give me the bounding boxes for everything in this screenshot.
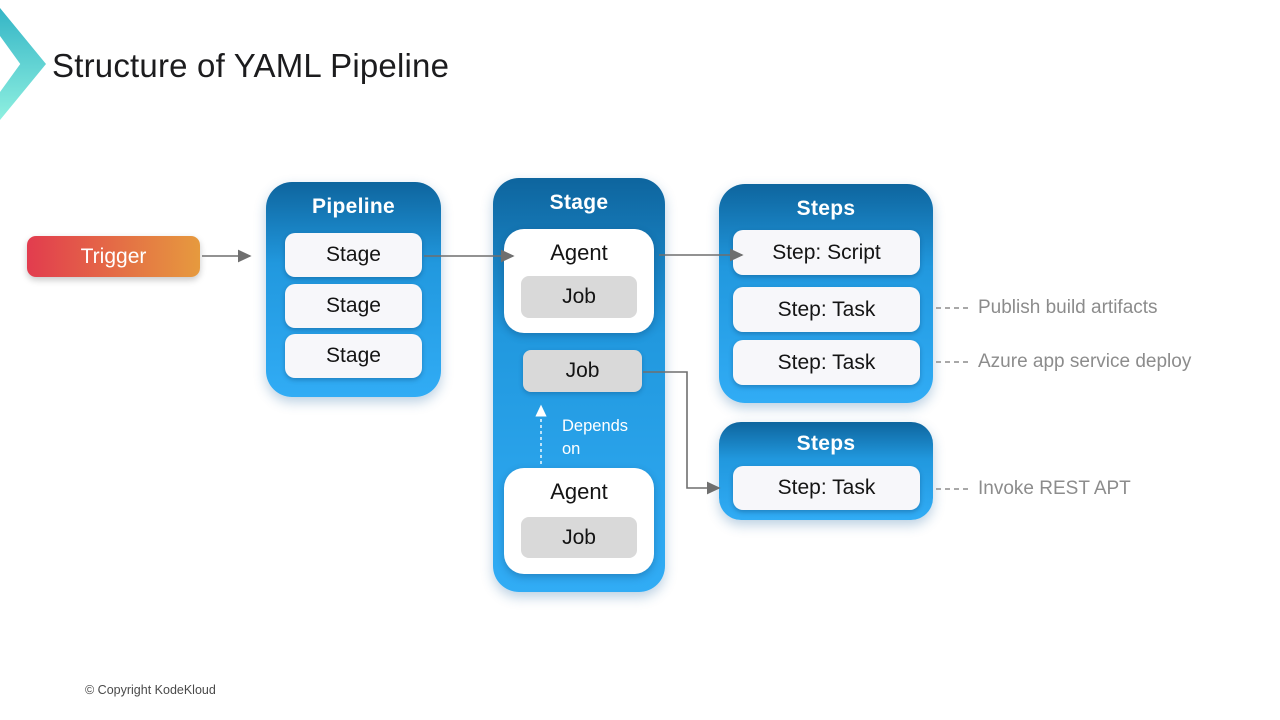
kodekloud-chevron-logo-icon	[0, 8, 46, 120]
depends-on-label: Depends on	[562, 417, 629, 458]
agent-label: Agent	[550, 479, 608, 504]
step-item: Step: Task	[733, 287, 920, 332]
pipeline-title: Pipeline	[312, 195, 395, 218]
trigger-label: Trigger	[80, 244, 147, 268]
pipeline-stage-item: Stage	[285, 334, 422, 378]
step-item: Step: Task	[733, 340, 920, 385]
page-title: Structure of YAML Pipeline	[52, 47, 450, 84]
steps-container-bottom: Steps Step: Task	[719, 422, 933, 520]
job-pill: Job	[521, 276, 637, 318]
steps-title: Steps	[796, 432, 856, 455]
job-pill: Job	[521, 517, 637, 558]
steps-container-top: Steps Step: Script Step: Task Step: Task	[719, 184, 933, 403]
steps-title: Steps	[796, 197, 856, 220]
pipeline-stage-item: Stage	[285, 284, 422, 328]
agent-card-bottom: Agent Job	[504, 468, 654, 574]
annotation-azure-app-service-deploy: Azure app service deploy	[978, 351, 1192, 372]
annotation-publish-build-artifacts: Publish build artifacts	[978, 297, 1158, 318]
agent-card-top: Agent Job	[504, 229, 654, 333]
pipeline-stage-item: Stage	[285, 233, 422, 277]
stage-title: Stage	[549, 191, 609, 214]
trigger-node: Trigger	[27, 236, 200, 277]
step-item: Step: Task	[733, 466, 920, 510]
job-standalone: Job	[523, 350, 642, 392]
annotation-invoke-rest-apt: Invoke REST APT	[978, 478, 1131, 499]
copyright-text: © Copyright KodeKloud	[85, 683, 216, 697]
step-item: Step: Script	[733, 230, 920, 275]
pipeline-container: Pipeline Stage Stage Stage	[266, 182, 441, 397]
stage-container: Stage Agent Job Job Depends on Agent Job	[493, 178, 665, 592]
agent-label: Agent	[550, 240, 608, 265]
